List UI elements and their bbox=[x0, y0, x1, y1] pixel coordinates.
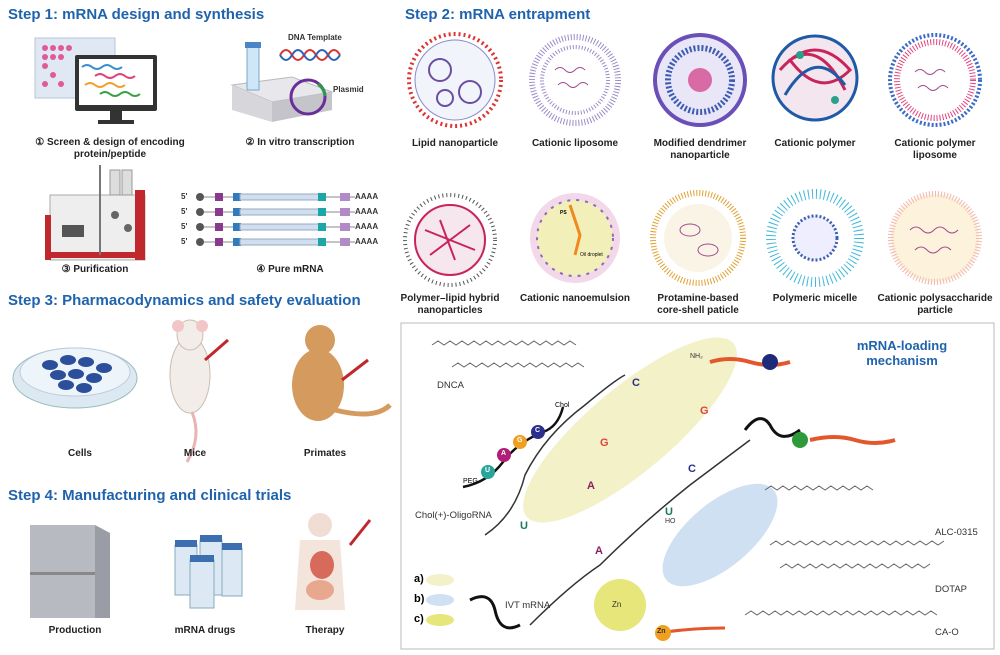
protamine-core-shell-particle-icon bbox=[653, 193, 743, 283]
polymeric-micelle-icon bbox=[771, 194, 859, 282]
production-label: Production bbox=[35, 625, 115, 637]
purification-system-icon bbox=[45, 165, 145, 260]
step1-item-pure-mrna: ④ Pure mRNA bbox=[240, 264, 340, 276]
cationic-polymer-liposome-icon bbox=[890, 35, 980, 125]
cationic-polymer-icon bbox=[773, 36, 857, 120]
mechanism-title: mRNA-loading mechanism bbox=[852, 338, 952, 368]
step3-title: Step 3: Pharmacodynamics and safety eval… bbox=[8, 292, 361, 309]
step2-title: Step 2: mRNA entrapment bbox=[405, 6, 590, 23]
primate-icon bbox=[292, 325, 390, 421]
five-prime-label: 5' bbox=[181, 207, 187, 216]
primates-label: Primates bbox=[295, 448, 355, 460]
cationic-polysaccharide-particle-icon bbox=[891, 194, 979, 282]
step1-item-purification: ③ Purification bbox=[40, 264, 150, 276]
legend-a-label: a) bbox=[414, 573, 424, 585]
poly-a-label: AAAA bbox=[355, 192, 378, 201]
five-prime-label: 5' bbox=[181, 222, 187, 231]
pair-letter: U bbox=[665, 506, 673, 518]
mrna-vials-icon bbox=[175, 535, 242, 608]
base-g: G bbox=[517, 437, 522, 444]
ivt-equipment-icon bbox=[232, 42, 340, 122]
step1-item-screen-design: ① Screen & design of encoding protein/pe… bbox=[30, 137, 190, 161]
petri-dish-cells-icon bbox=[13, 348, 137, 408]
oil-droplet-label: Oil droplet bbox=[580, 252, 603, 258]
cationic-nanoemulsion-icon bbox=[530, 193, 620, 283]
therapy-label: Therapy bbox=[285, 625, 365, 637]
step1-item-ivt: ② In vitro transcription bbox=[230, 137, 370, 149]
particle-label: Polymer–lipid hybrid nanoparticles bbox=[400, 293, 500, 317]
legend-swatch-a bbox=[426, 574, 454, 586]
ivt-mrna-label: IVT mRNA bbox=[505, 600, 550, 611]
alc-0315-label: ALC-0315 bbox=[935, 527, 978, 538]
mrna-drugs-label: mRNA drugs bbox=[165, 625, 245, 637]
legend-swatch-b bbox=[426, 594, 454, 606]
polymer-lipid-hybrid-nanoparticle-icon bbox=[405, 195, 495, 285]
zn-label: Zn bbox=[612, 600, 621, 609]
particle-label: Modified dendrimer nanoparticle bbox=[645, 138, 755, 162]
plasmid-label: Plasmid bbox=[333, 85, 364, 94]
mice-label: Mice bbox=[165, 448, 225, 460]
particle-label: Cationic polysaccharide particle bbox=[875, 293, 995, 317]
monitor-icon bbox=[75, 55, 157, 124]
zn-ball-label: Zn bbox=[657, 628, 666, 635]
dna-template-label: DNA Template bbox=[288, 33, 342, 42]
legend-c-label: c) bbox=[414, 613, 424, 625]
pair-letter: A bbox=[595, 545, 603, 557]
production-machine-icon bbox=[30, 525, 110, 618]
pair-letter: G bbox=[600, 437, 609, 449]
dotap-label: DOTAP bbox=[935, 584, 967, 595]
peg-label: PEG bbox=[463, 478, 478, 485]
base-a: A bbox=[501, 450, 506, 457]
mouse-icon bbox=[170, 320, 228, 462]
poly-a-label: AAAA bbox=[355, 237, 378, 246]
human-body-therapy-icon bbox=[295, 513, 370, 610]
step1-title: Step 1: mRNA design and synthesis bbox=[8, 6, 264, 23]
particle-label: Polymeric micelle bbox=[765, 293, 865, 305]
dnca-label: DNCA bbox=[437, 380, 464, 391]
five-prime-label: 5' bbox=[181, 192, 187, 201]
ps-label: PS bbox=[560, 210, 567, 216]
poly-a-label: AAAA bbox=[355, 207, 378, 216]
pair-letter: A bbox=[587, 480, 595, 492]
step4-title: Step 4: Manufacturing and clinical trial… bbox=[8, 487, 291, 504]
base-u: U bbox=[485, 467, 490, 474]
pair-letter: U bbox=[520, 520, 528, 532]
poly-a-label: AAAA bbox=[355, 222, 378, 231]
ca-o-label: CA-O bbox=[935, 627, 959, 638]
mrna-strands-icon bbox=[196, 193, 355, 246]
pair-letter: C bbox=[688, 463, 696, 475]
cationic-liposome-icon bbox=[532, 37, 618, 123]
particle-label: Cationic liposome bbox=[525, 138, 625, 150]
legend-swatch-c bbox=[426, 614, 454, 626]
legend-b-label: b) bbox=[414, 593, 424, 605]
particle-label: Cationic nanoemulsion bbox=[520, 293, 630, 305]
five-prime-label: 5' bbox=[181, 237, 187, 246]
particle-label: Lipid nanoparticle bbox=[405, 138, 505, 150]
chol-label: Chol bbox=[555, 402, 569, 409]
base-c: C bbox=[535, 427, 540, 434]
modified-dendrimer-nanoparticle-icon bbox=[655, 35, 745, 125]
lipid-nanoparticle-icon bbox=[409, 34, 501, 126]
particle-label: Cationic polymer liposome bbox=[885, 138, 985, 162]
chol-oligorna-label: Chol(+)-OligoRNA bbox=[415, 510, 492, 521]
ho-label: HO bbox=[665, 518, 676, 525]
nh2-label: NH₂ bbox=[690, 353, 703, 360]
pair-letter: C bbox=[632, 377, 640, 389]
pair-letter: G bbox=[700, 405, 709, 417]
particle-label: Cationic polymer bbox=[765, 138, 865, 150]
cells-label: Cells bbox=[50, 448, 110, 460]
particle-label: Protamine-based core-shell paticle bbox=[648, 293, 748, 317]
